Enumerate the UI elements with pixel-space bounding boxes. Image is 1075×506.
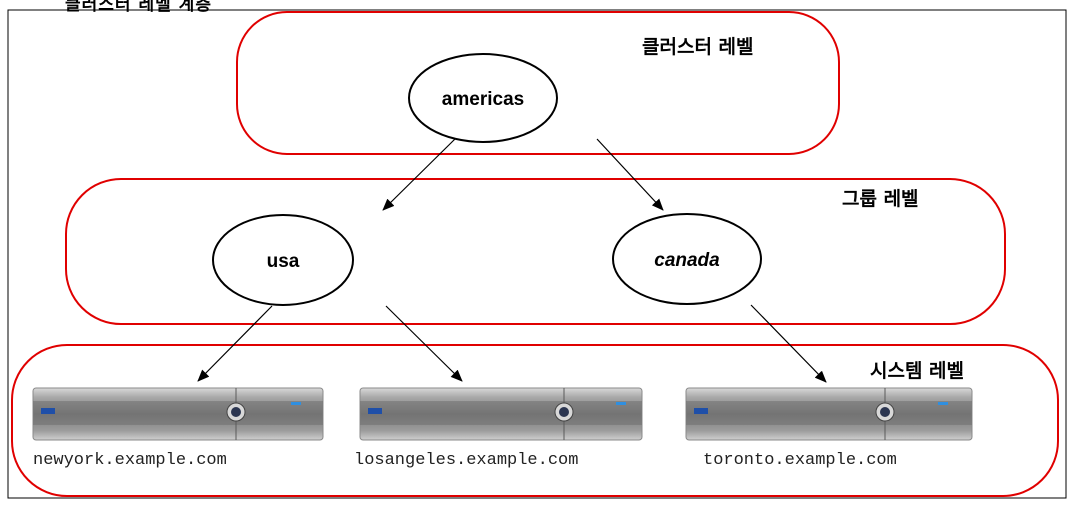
host-label-losangeles: losangeles.example.com: [354, 451, 579, 470]
cluster-level-label: 클러스터 레벨: [642, 36, 754, 58]
group-level-label: 그룹 레벨: [842, 188, 919, 210]
header-cut-text: 클러스터 레벨 계층: [65, 0, 212, 15]
host-label-toronto: toronto.example.com: [703, 451, 897, 470]
edge-usa-losangeles: [385, 305, 463, 382]
group-node-canada: [612, 213, 762, 305]
cluster-node-americas: [408, 53, 558, 143]
group-node-usa-label: usa: [267, 251, 300, 272]
system-level-label: 시스템 레벨: [870, 360, 964, 382]
cluster-level-region: [236, 11, 840, 155]
group-node-usa: [212, 214, 354, 306]
edge-canada-toronto: [750, 304, 827, 383]
group-node-canada-label: canada: [654, 250, 720, 271]
cluster-node-label: americas: [442, 89, 524, 110]
rack-server-icon: [685, 387, 973, 441]
host-label-newyork: newyork.example.com: [33, 451, 227, 470]
edge-americas-canada: [596, 138, 664, 211]
system-level-region: [11, 344, 1059, 497]
edge-americas-usa: [382, 138, 456, 211]
rack-server-icon: [359, 387, 643, 441]
rack-server-icon: [32, 387, 324, 441]
outer-frame: [7, 9, 1067, 499]
group-level-region: [65, 178, 1006, 325]
edge-usa-newyork: [197, 305, 273, 382]
